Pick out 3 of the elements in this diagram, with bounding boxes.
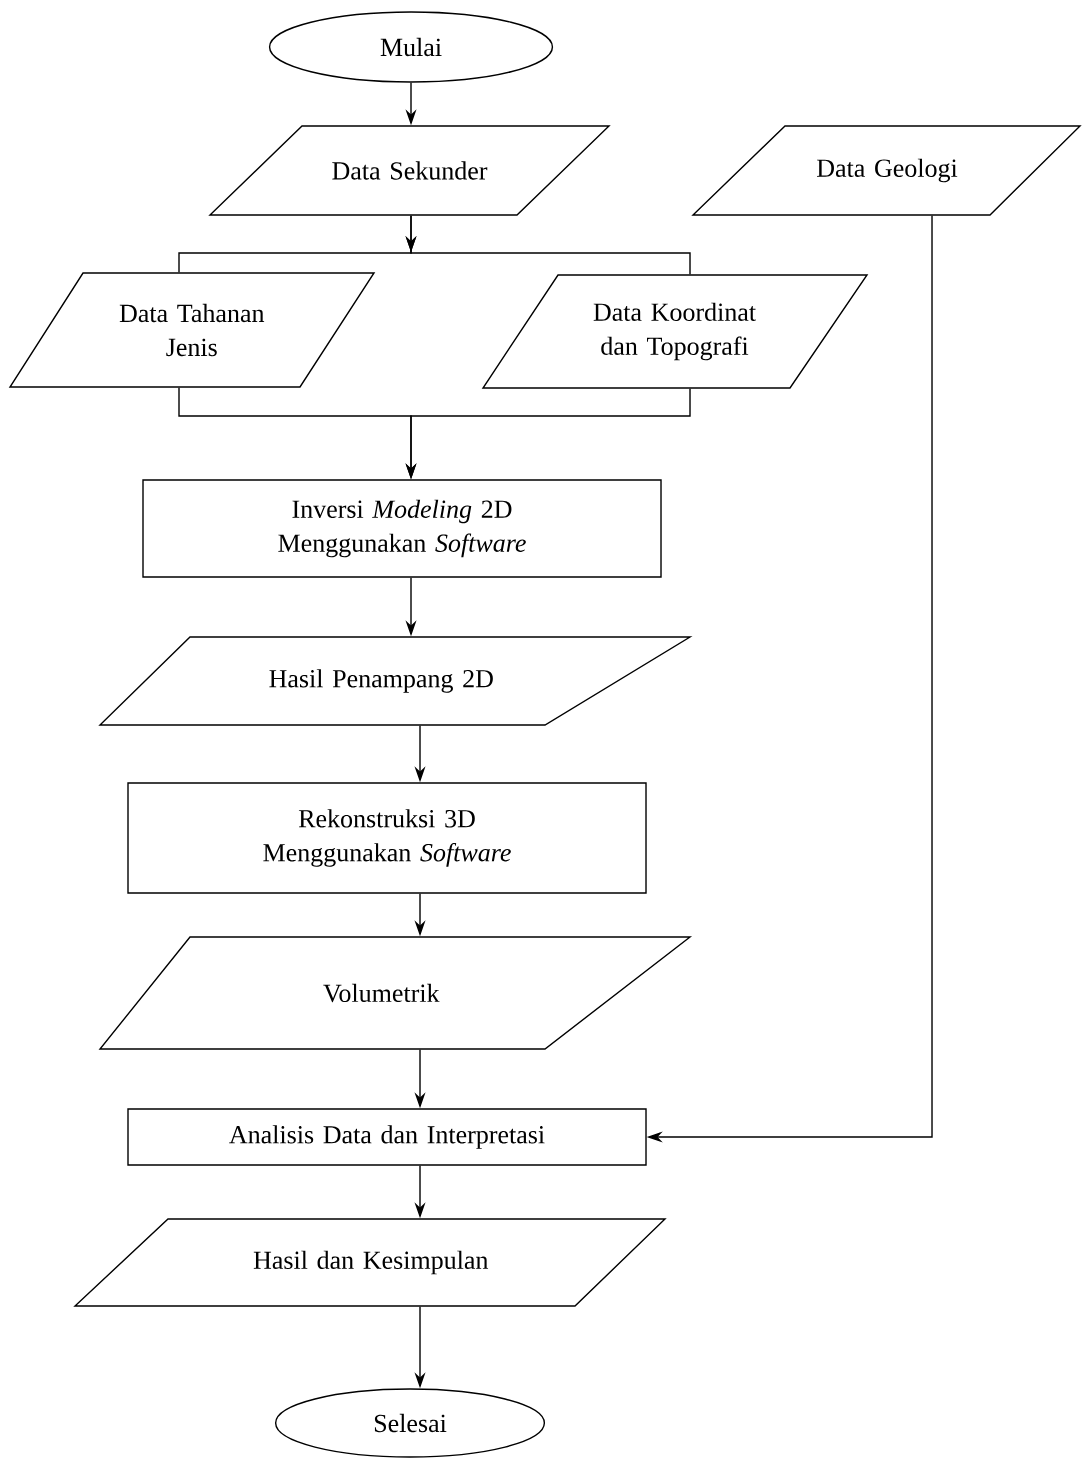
process-box: Analisis Data dan Interpretasi [127,1108,647,1166]
process-box: Inversi Modeling 2D Menggunakan Software [142,479,662,578]
process-box: Rekonstruksi 3D Menggunakan Software [127,782,647,894]
